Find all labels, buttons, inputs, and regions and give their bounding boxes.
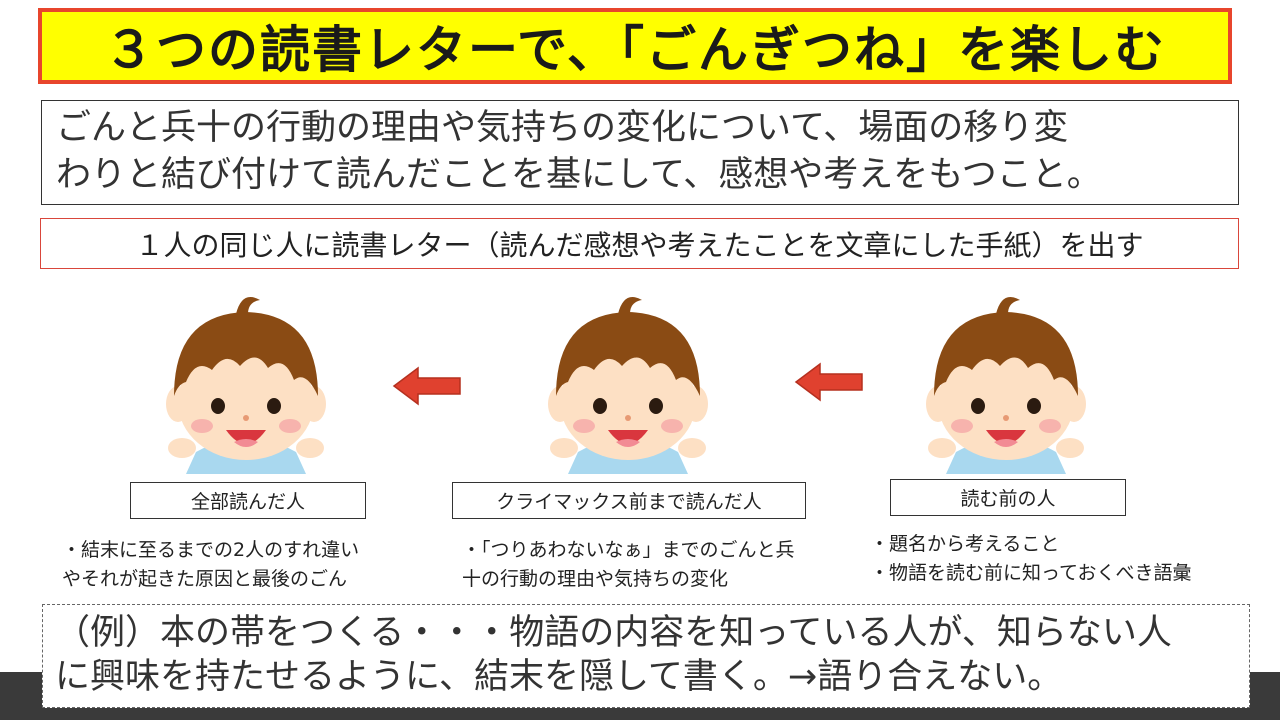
objective-line-1: ごんと兵十の行動の理由や気持ちの変化について、場面の移り変: [56, 108, 1069, 148]
role-box-finished: 全部読んだ人: [130, 482, 366, 519]
example-line-2: に興味を持たせるように、結末を隠して書く。→語り合えない。: [55, 657, 1063, 697]
child-figure: [548, 297, 708, 474]
note-line: ・結末に至るまでの2人のすれ違い: [62, 539, 360, 561]
arrow-left-icon: [794, 362, 863, 402]
example-box: （例）本の帯をつくる・・・物語の内容を知っている人が、知らない人 に興味を持たせ…: [42, 604, 1250, 708]
note-line: ・「つりあわないなぁ」までのごんと兵: [462, 539, 795, 561]
task-box: １人の同じ人に読書レター（読んだ感想や考えたことを文章にした手紙）を出す: [40, 218, 1239, 269]
note-line: やそれが起きた原因と最後のごん: [62, 568, 348, 590]
child-illustration: [548, 297, 708, 474]
note-before-climax: ・「つりあわないなぁ」までのごんと兵 十の行動の理由や気持ちの変化: [462, 536, 795, 594]
child-illustration: [166, 297, 326, 474]
role-box-not-read: 読む前の人: [890, 479, 1126, 516]
role-label: 読む前の人: [960, 488, 1056, 510]
arrow-left-icon: [392, 366, 461, 406]
role-box-before-climax: クライマックス前まで読んだ人: [452, 482, 806, 519]
note-line: 十の行動の理由や気持ちの変化: [462, 568, 729, 590]
role-label: クライマックス前まで読んだ人: [496, 491, 762, 513]
objective-box: ごんと兵十の行動の理由や気持ちの変化について、場面の移り変 わりと結び付けて読ん…: [41, 100, 1239, 205]
page-title: ３つの読書レターで、「ごんぎつね」を楽しむ: [104, 21, 1166, 79]
objective-line-2: わりと結び付けて読んだことを基にして、感想や考えをもつこと。: [56, 155, 1102, 195]
note-finished: ・結末に至るまでの2人のすれ違い やそれが起きた原因と最後のごん: [62, 536, 359, 594]
note-line: ・物語を読む前に知っておくべき語彙: [870, 562, 1192, 584]
task-text: １人の同じ人に読書レター（読んだ感想や考えたことを文章にした手紙）を出す: [135, 228, 1144, 262]
example-line-1: （例）本の帯をつくる・・・物語の内容を知っている人が、知らない人: [55, 613, 1172, 653]
note-not-read: ・題名から考えること ・物語を読む前に知っておくべき語彙: [870, 530, 1191, 588]
child-figure: [166, 297, 326, 474]
note-line: ・題名から考えること: [870, 533, 1060, 555]
title-banner: ３つの読書レターで、「ごんぎつね」を楽しむ: [38, 8, 1232, 84]
child-figure: [926, 297, 1086, 474]
child-illustration: [926, 297, 1086, 474]
role-label: 全部読んだ人: [190, 491, 305, 513]
